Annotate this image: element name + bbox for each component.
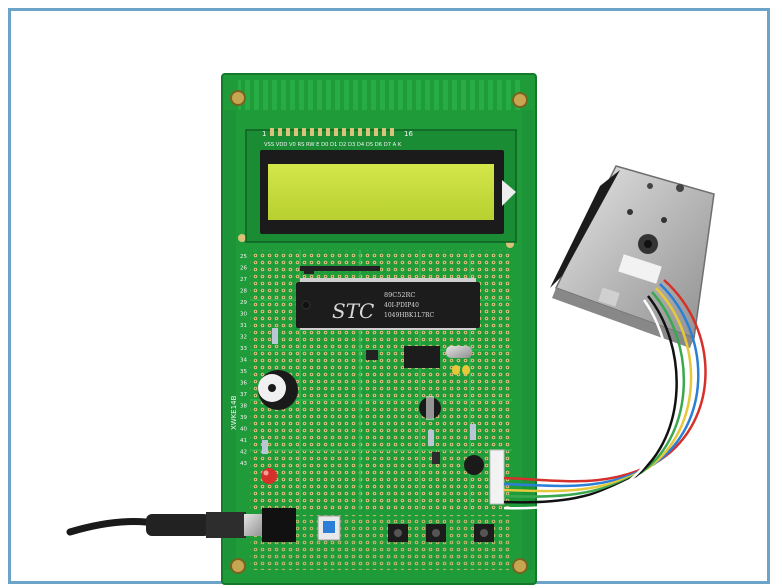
chip-model-2: 40I-PDIP40 xyxy=(384,302,419,309)
row-number: 41 xyxy=(240,438,247,444)
mounting-screws xyxy=(230,90,528,574)
row-number: 36 xyxy=(240,381,247,387)
row-number: 40 xyxy=(240,427,247,433)
row-number: 33 xyxy=(240,346,247,352)
row-number: 34 xyxy=(240,358,247,364)
components xyxy=(258,328,505,542)
row-number: 25 xyxy=(240,254,247,260)
chip-brand: STC xyxy=(332,299,374,323)
row-number: 42 xyxy=(240,450,247,456)
row-number: 43 xyxy=(240,461,247,467)
row-number: 32 xyxy=(240,335,247,341)
dust-sensor xyxy=(550,165,715,348)
mcu-chip: STC 89C52RC 40I-PDIP40 1049HBK1L7RC xyxy=(296,266,480,330)
row-number: 26 xyxy=(240,266,247,272)
lcd-screen xyxy=(268,164,494,220)
row-numbers: 25 26 27 28 29 30 31 32 33 34 35 36 37 38 39 40 41 42 43 xyxy=(240,254,247,467)
row-number: 37 xyxy=(240,392,247,398)
power-cable xyxy=(66,508,296,542)
chip-model-1: 89C52RC xyxy=(384,291,415,299)
side-label: XWKE14B xyxy=(230,395,238,430)
row-number: 38 xyxy=(240,404,247,410)
row-number: 35 xyxy=(240,369,247,375)
chip-model-3: 1049HBK1L7RC xyxy=(384,312,435,319)
row-number: 28 xyxy=(240,289,247,295)
row-number: 30 xyxy=(240,312,247,318)
sensor-wires xyxy=(503,279,707,510)
lcd-pin-start: 1 xyxy=(262,130,266,138)
row-number: 29 xyxy=(240,300,247,306)
row-number: 31 xyxy=(240,323,247,329)
lcd-pin-label: VSS VDD V0 RS RW E D0 D1 D2 D3 D4 D5 D6 … xyxy=(264,142,402,148)
row-number: 27 xyxy=(240,277,247,283)
lcd-module: 1 16 VSS VDD V0 RS RW E D0 D1 D2 D3 D4 D… xyxy=(245,128,517,243)
row-number: 39 xyxy=(240,415,247,421)
lcd-pin-end: 16 xyxy=(404,130,413,138)
